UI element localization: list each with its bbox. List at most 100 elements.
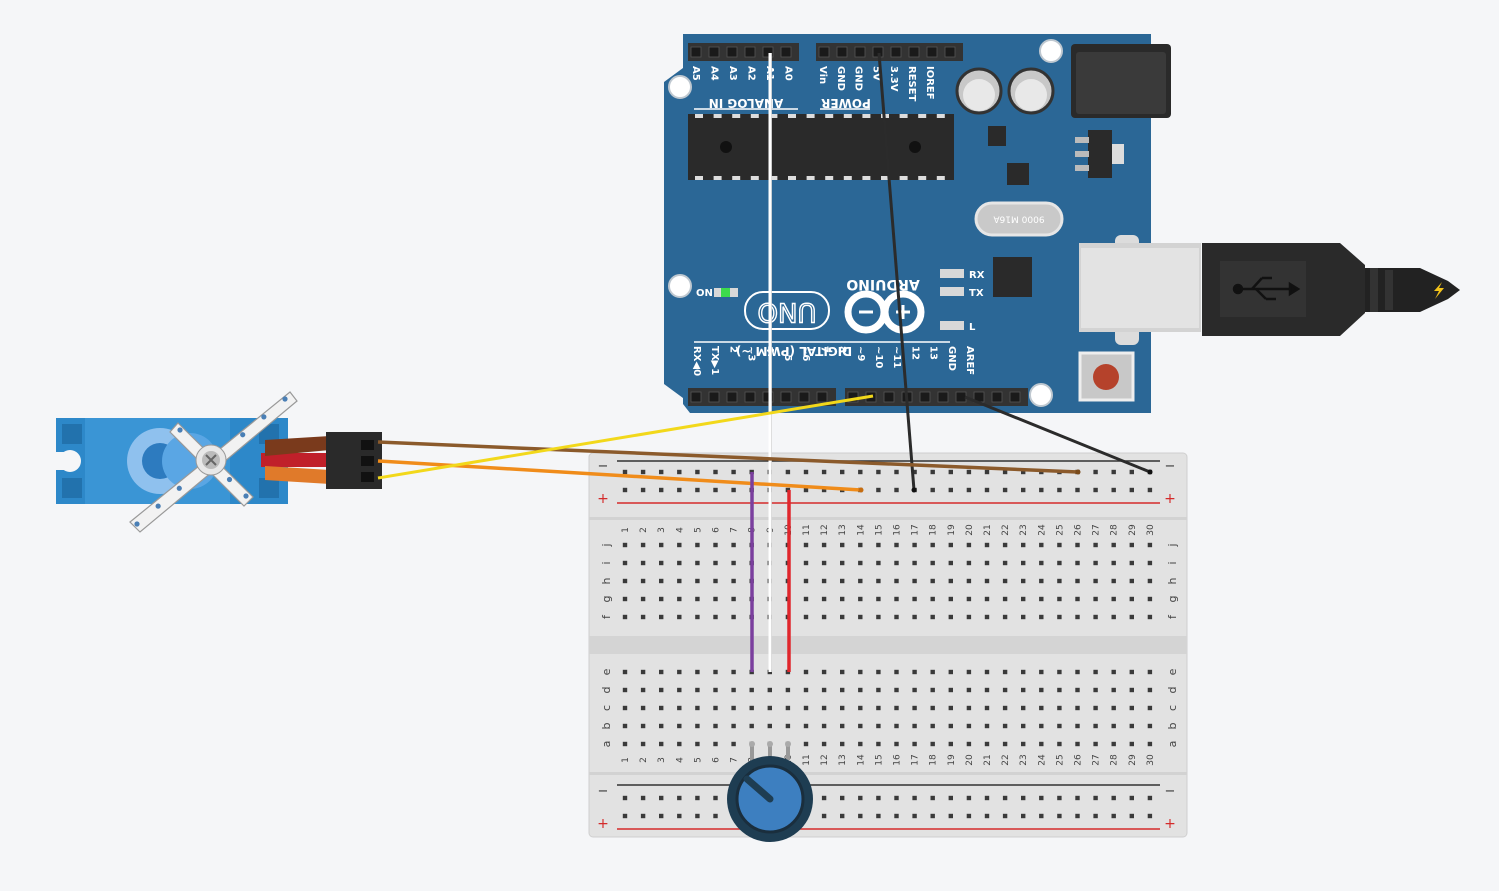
reset-button[interactable]: [1078, 351, 1135, 402]
pin-label: ~5: [782, 346, 793, 361]
potentiometer[interactable]: [727, 741, 813, 842]
column-label: 24: [1037, 524, 1047, 536]
l-led-label: L: [969, 322, 976, 333]
breadboard[interactable]: 1234567891011121314151617181920212223242…: [588, 452, 1188, 838]
row-label: g: [1166, 596, 1179, 603]
mounting-hole: [1039, 39, 1063, 63]
pin-label: IOREF: [924, 66, 935, 100]
wire-black-5v[interactable]: [877, 52, 916, 491]
row-label: b: [1166, 722, 1179, 729]
column-label: 21: [983, 754, 993, 765]
column-label: 29: [1128, 524, 1138, 536]
rail-minus-top-left: −: [598, 459, 609, 474]
column-label: 23: [1019, 524, 1029, 535]
pin-label: 12: [909, 346, 920, 360]
pin-label: ~10: [873, 346, 884, 368]
column-label: 7: [730, 527, 740, 533]
column-label: 13: [838, 754, 848, 765]
tx-led-label: TX: [969, 288, 984, 299]
svg-text:UNO: UNO: [758, 297, 817, 327]
row-label: h: [600, 577, 613, 584]
row-label: i: [600, 561, 613, 564]
column-label: 19: [947, 524, 957, 536]
lightning-icon: [1434, 282, 1444, 299]
rail-plus-bottom-left: +: [597, 816, 609, 832]
pin-label: 2: [727, 346, 738, 353]
pin-label: 7: [818, 346, 829, 353]
column-label: 17: [911, 754, 921, 765]
usb-port[interactable]: [1079, 235, 1201, 345]
rail-minus-bottom-left: −: [598, 784, 609, 799]
column-label: 1: [621, 757, 631, 763]
column-label: 3: [657, 757, 667, 763]
column-label: 20: [965, 524, 975, 536]
crystal-oscillator: 9000 M16A: [974, 201, 1064, 237]
pin-label: 8: [837, 346, 848, 353]
pin-label: RESET: [906, 66, 917, 102]
column-label: 27: [1092, 754, 1102, 765]
servo-connector[interactable]: [326, 432, 382, 489]
column-label: 30: [1146, 754, 1156, 766]
power-led: [721, 288, 730, 297]
servo-motor[interactable]: [56, 391, 382, 533]
row-label: c: [1166, 705, 1179, 711]
rail-minus-bottom-right: −: [1165, 784, 1176, 799]
row-label: e: [600, 668, 613, 675]
column-label: 22: [1001, 754, 1011, 765]
row-label: b: [600, 722, 613, 729]
usb-icon: [1232, 276, 1301, 301]
column-label: 28: [1110, 524, 1120, 536]
column-label: 15: [874, 524, 884, 535]
pin-label: ~11: [891, 346, 902, 368]
pin-label: A2: [746, 66, 757, 81]
row-label: d: [1166, 687, 1179, 694]
power-header[interactable]: [816, 43, 963, 61]
column-label: 12: [820, 754, 830, 765]
mounting-hole: [668, 75, 692, 99]
rail-plus-top-right: +: [1164, 491, 1176, 507]
usb-cable[interactable]: [1202, 243, 1460, 336]
wire-yellow-servo-signal[interactable]: [377, 394, 874, 480]
capacitor: [1007, 67, 1055, 115]
small-chip: [988, 126, 1006, 146]
pin-label: GND: [946, 346, 957, 371]
wire-brown-servo-gnd[interactable]: [377, 440, 1079, 474]
on-led-label: ON: [696, 288, 713, 299]
column-label: 2: [639, 757, 649, 763]
column-label: 28: [1110, 754, 1120, 766]
column-label: 15: [874, 754, 884, 765]
column-label: 29: [1128, 754, 1138, 766]
row-label: g: [600, 596, 613, 603]
pin-label: ~9: [855, 346, 866, 361]
pin-label: A5: [690, 66, 701, 81]
column-label: 14: [856, 754, 866, 766]
rx-led-label: RX: [969, 270, 985, 281]
usb-chip: [993, 257, 1032, 297]
column-label: 24: [1037, 754, 1047, 766]
column-label: 21: [983, 524, 993, 535]
row-label: d: [600, 687, 613, 694]
pin-label: ~3: [746, 346, 757, 361]
power-section-header: POWER: [821, 96, 871, 110]
pin-label: 3.3V: [888, 66, 899, 92]
column-label: 25: [1055, 524, 1065, 535]
wires: [377, 52, 1153, 672]
column-label: 25: [1055, 754, 1065, 765]
column-label: 12: [820, 524, 830, 535]
rail-minus-top-right: −: [1165, 459, 1176, 474]
pin-label: RX◀0: [691, 346, 702, 376]
pin-label: AREF: [964, 346, 975, 375]
capacitor: [955, 67, 1003, 115]
column-label: 1: [621, 527, 631, 533]
row-label: h: [1166, 577, 1179, 584]
servo-horn[interactable]: [129, 391, 298, 533]
digital-pwm-header: DIGITAL (PWM ~): [736, 344, 852, 358]
column-label: 26: [1074, 524, 1084, 536]
row-label: f: [1166, 614, 1179, 619]
wire-black-gnd[interactable]: [964, 395, 1151, 474]
dc-power-jack: [1071, 44, 1171, 118]
